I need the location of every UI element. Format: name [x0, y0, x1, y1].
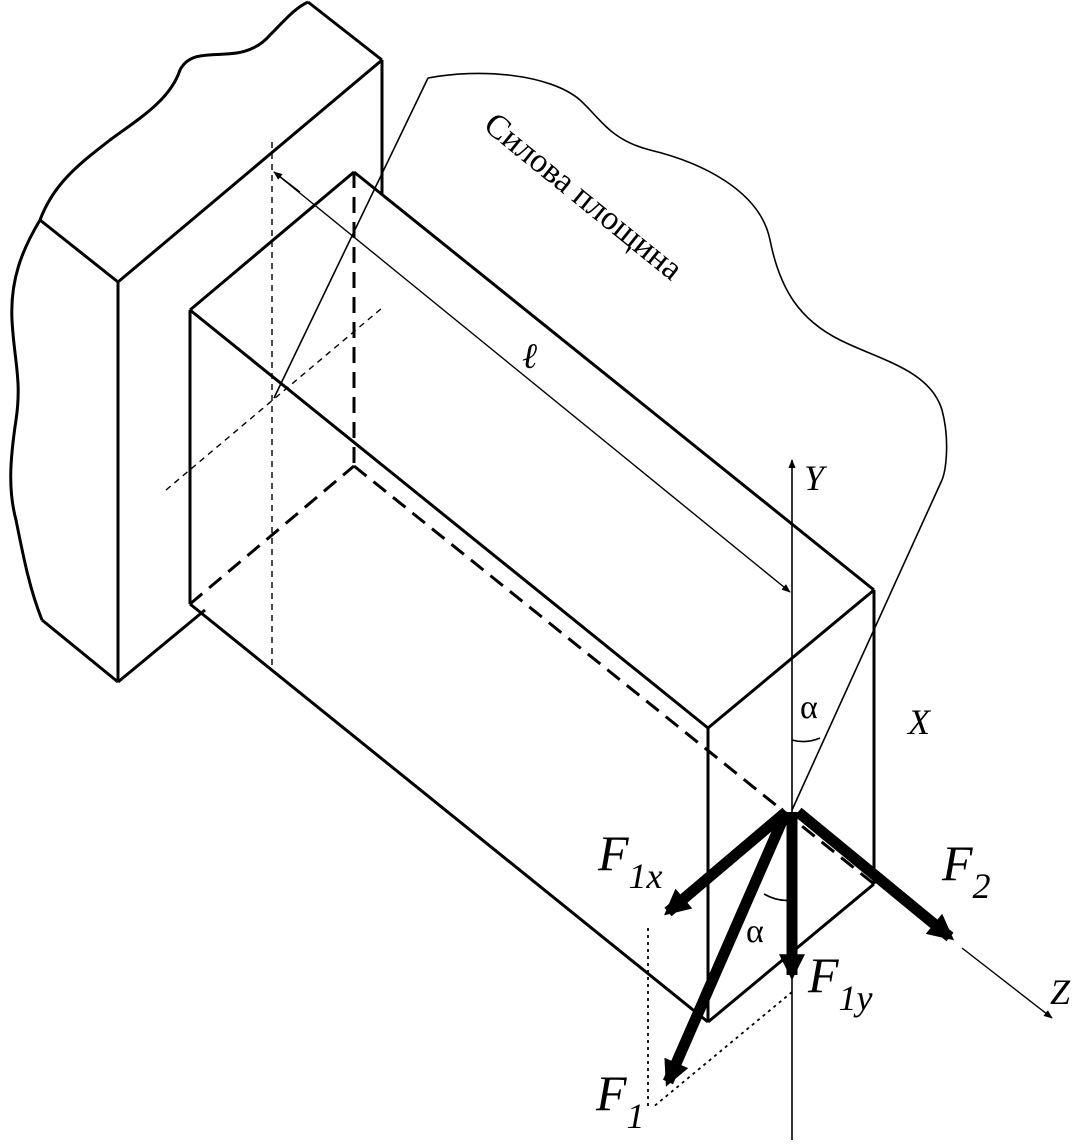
angle-markers: α α: [746, 689, 821, 950]
force-f1x-label-base: F: [597, 825, 629, 881]
beam-root-hidden-bottom-edge: [189, 464, 355, 606]
force-f1-label-sub: 1: [627, 1096, 645, 1136]
force-f1y-label-sub: 1y: [839, 978, 873, 1018]
axes: Y X Z: [788, 458, 1071, 1140]
axis-x-label: X: [906, 702, 932, 742]
wall-bottom-back-edge: [117, 608, 206, 684]
force-f1x-label-sub: 1x: [629, 856, 663, 896]
force-plane: [273, 72, 948, 811]
axis-y-label: Y: [804, 458, 828, 498]
axis-z-label: Z: [1050, 972, 1071, 1012]
wall-top-right-edge: [307, 0, 383, 62]
force-f1y-label-base: F: [807, 947, 839, 1003]
force-f1-vector: [662, 809, 792, 1087]
length-label: ℓ: [522, 336, 537, 376]
root-section-centerlines: [165, 142, 383, 668]
force-f1y-label: F1y: [807, 947, 873, 1018]
wall-top-wavy-edge: [38, 0, 309, 221]
force-f1x-vector: [664, 807, 790, 917]
wall-top-back-edge: [117, 58, 383, 284]
force-plane-left-edge: [273, 77, 429, 399]
force-projection-lines: [647, 928, 793, 1110]
force-plane-label: Силова площина: [477, 105, 690, 287]
force-labels: F1x F1y F1 F2: [595, 825, 991, 1136]
force-f2-vector: [794, 807, 955, 942]
length-dimension: ℓ: [273, 171, 791, 593]
force-f2-label: F2: [941, 835, 991, 906]
length-dimension-line: [273, 171, 791, 593]
force-f1x-label: F1x: [597, 825, 663, 896]
wall-front-top-edge: [39, 218, 119, 284]
force-plane-wavy-boundary: [427, 72, 948, 481]
angle-top-arc: [791, 737, 821, 743]
beam-top-front-edge: [189, 308, 709, 730]
beam-end-top-edge: [707, 588, 875, 730]
beam-top-back-edge: [353, 170, 875, 592]
root-horizontal-centerline: [165, 307, 383, 491]
force-vectors: [662, 807, 955, 1087]
z-axis: [961, 947, 1053, 1019]
wall-bottom-front-edge: [41, 618, 119, 684]
force-f1-label: F1: [595, 1065, 645, 1136]
wall-support: [9, 0, 384, 684]
angle-bottom-label: α: [746, 913, 764, 950]
wall-left-wavy-edge: [9, 219, 44, 621]
f1y-projection-line: [651, 991, 793, 1109]
beam: [188, 170, 876, 1024]
force-f2-label-sub: 2: [973, 866, 991, 906]
force-plane-right-edge: [791, 479, 943, 811]
beam-bottom-front-edge: [189, 602, 709, 1024]
force-f2-label-base: F: [941, 835, 973, 891]
angle-top-label: α: [800, 689, 818, 726]
force-f1-label-base: F: [595, 1065, 627, 1121]
